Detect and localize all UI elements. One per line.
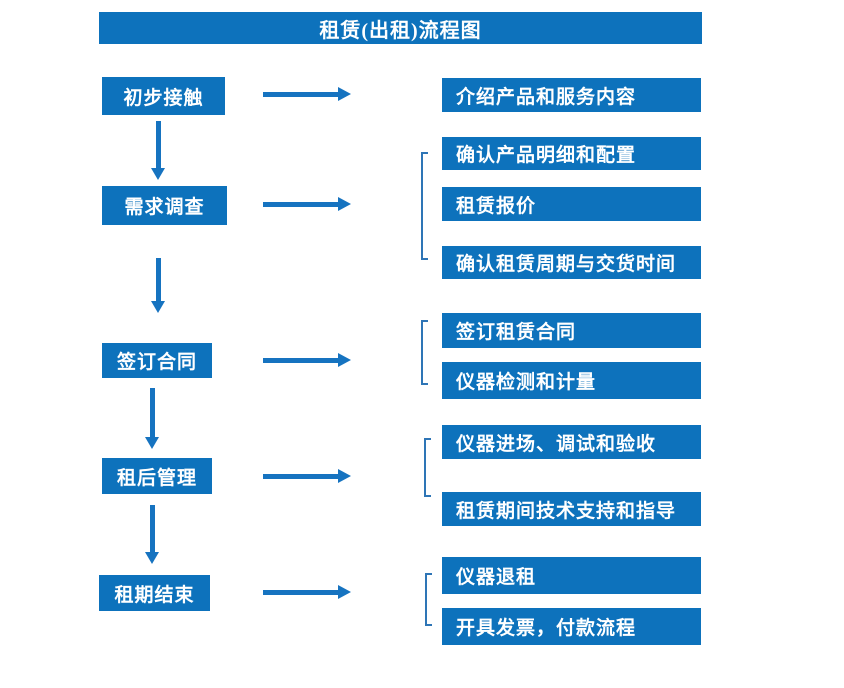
detail-box-rental-quotation: 租赁报价	[442, 187, 701, 221]
stage-box-sign-contract: 签订合同	[102, 343, 212, 378]
right-arrow-icon	[263, 197, 351, 211]
stage-box-initial-contact: 初步接触	[102, 77, 225, 115]
right-arrow-icon	[263, 585, 351, 599]
flowchart-title: 租赁(出租)流程图	[99, 12, 702, 44]
detail-box-instrument-return: 仪器退租	[442, 557, 701, 594]
stage-box-demand-survey: 需求调查	[102, 186, 227, 225]
right-arrow-icon	[263, 469, 351, 483]
detail-box-technical-support: 租赁期间技术支持和指导	[442, 492, 701, 526]
right-arrow-icon	[263, 353, 351, 367]
detail-box-instrument-setup-acceptance: 仪器进场、调试和验收	[442, 425, 701, 459]
right-arrow-icon	[263, 87, 351, 101]
group-bracket	[424, 438, 431, 497]
group-bracket	[425, 573, 432, 626]
detail-box-confirm-period-delivery: 确认租赁周期与交货时间	[442, 246, 701, 279]
group-bracket	[421, 152, 428, 260]
stage-box-lease-end: 租期结束	[99, 575, 210, 611]
detail-box-invoice-payment: 开具发票，付款流程	[442, 608, 701, 645]
detail-box-sign-rental-contract: 签订租赁合同	[442, 313, 701, 348]
detail-box-introduce-products: 介绍产品和服务内容	[442, 78, 701, 112]
down-arrow-icon	[151, 258, 165, 313]
down-arrow-icon	[145, 388, 159, 449]
stage-box-post-rental-management: 租后管理	[102, 458, 212, 494]
down-arrow-icon	[151, 121, 165, 180]
group-bracket	[421, 320, 428, 385]
detail-box-confirm-product-config: 确认产品明细和配置	[442, 137, 701, 170]
down-arrow-icon	[145, 505, 159, 564]
detail-box-instrument-inspection: 仪器检测和计量	[442, 362, 701, 399]
